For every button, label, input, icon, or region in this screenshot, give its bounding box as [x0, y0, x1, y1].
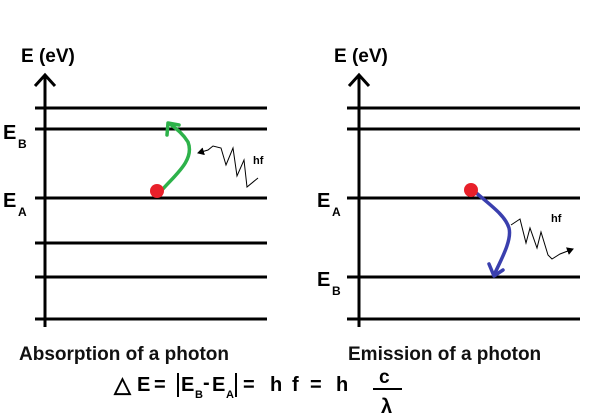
svg-text:E: E — [317, 269, 330, 291]
level-label-EA: E A — [317, 190, 341, 219]
level-label-EB: E B — [3, 122, 27, 151]
delta-symbol: △ — [113, 372, 132, 397]
svg-text:A: A — [332, 205, 341, 219]
svg-text:=: = — [154, 374, 166, 396]
svg-text:h: h — [336, 374, 348, 396]
absorption-caption: Absorption of a photon — [19, 344, 229, 365]
svg-text:B: B — [18, 137, 27, 151]
energy-levels — [347, 106, 580, 321]
svg-text:A: A — [226, 389, 234, 401]
energy-equation: △ E = E B - E A = h f = h c λ — [113, 367, 402, 418]
energy-levels — [35, 106, 267, 321]
svg-text:λ: λ — [381, 396, 392, 418]
svg-text:h: h — [270, 374, 282, 396]
emission-transition-arrow-icon — [472, 189, 512, 278]
emission-panel: E (eV) E A E B hf Emiss — [317, 46, 580, 365]
svg-text:E: E — [212, 374, 225, 396]
level-label-EB: E B — [317, 269, 341, 298]
svg-text:E: E — [137, 374, 150, 396]
energy-axis-arrow-icon — [347, 72, 371, 327]
energy-axis-arrow-icon — [33, 72, 57, 327]
electron-icon — [150, 184, 164, 198]
energy-axis-label: E (eV) — [334, 46, 388, 67]
svg-text:E: E — [181, 374, 194, 396]
svg-text:=: = — [243, 374, 255, 396]
svg-text:E: E — [3, 122, 16, 144]
svg-text:B: B — [195, 389, 203, 401]
electron-icon — [464, 183, 478, 197]
svg-text:A: A — [18, 205, 27, 219]
svg-text:B: B — [332, 284, 341, 298]
emission-caption: Emission of a photon — [348, 344, 541, 365]
svg-text:f: f — [292, 374, 299, 396]
energy-axis-label: E (eV) — [21, 46, 75, 67]
svg-text:c: c — [379, 367, 390, 388]
svg-text:-: - — [203, 372, 210, 394]
photon-label: hf — [551, 213, 562, 225]
level-label-EA: E A — [3, 190, 27, 219]
svg-text:=: = — [310, 374, 322, 396]
absorption-transition-arrow-icon — [160, 121, 192, 192]
photon-label: hf — [253, 155, 264, 167]
svg-text:E: E — [317, 190, 330, 212]
outgoing-photon-wave-icon — [510, 218, 574, 260]
incoming-photon-wave-icon — [197, 145, 259, 188]
svg-text:E: E — [3, 190, 16, 212]
absorption-panel: E (eV) E B E A — [3, 46, 267, 365]
